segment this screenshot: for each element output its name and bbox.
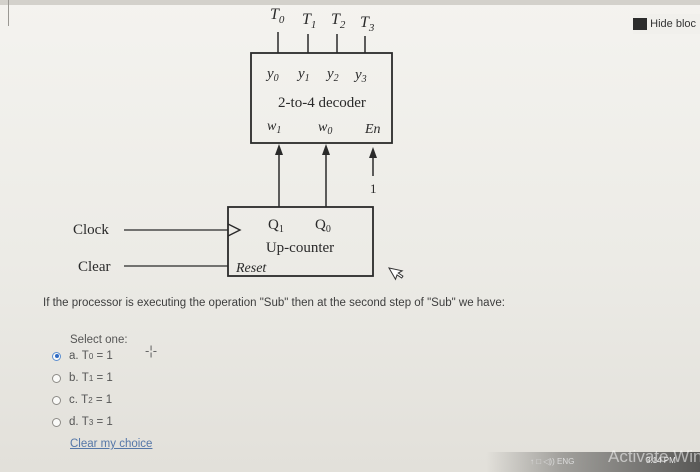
counter-q1: Q1 <box>268 217 284 235</box>
top-border <box>0 0 700 5</box>
radio-c[interactable] <box>52 395 61 405</box>
decoder-y3: y3 <box>353 67 367 85</box>
option-d-sub: 3 <box>88 417 94 427</box>
decoder-w0: w0 <box>318 120 332 137</box>
question-text: If the processor is executing the operat… <box>43 297 505 309</box>
output-label-t1: T1 <box>302 11 316 31</box>
option-b-value: = 1 <box>96 372 113 384</box>
blocks-icon <box>633 18 648 30</box>
hide-blocks-button[interactable]: Hide bloc <box>633 14 700 34</box>
radio-d[interactable] <box>52 417 61 427</box>
taskbar <box>486 452 700 472</box>
option-d-value: = 1 <box>96 416 113 428</box>
activation-watermark: Activate Win <box>608 447 700 466</box>
option-b-letter: b. <box>69 372 79 384</box>
arrow-w1 <box>275 144 283 155</box>
decoder-y1: y1 <box>296 66 310 84</box>
option-c-sub: 2 <box>88 395 93 405</box>
taskbar-tray-icons[interactable]: ↑ □ ◁)) ENG <box>530 457 575 466</box>
decoder-w1: w1 <box>267 119 281 136</box>
enable-value: 1 <box>370 181 377 196</box>
option-a-value: = 1 <box>96 350 113 362</box>
radio-a[interactable] <box>52 351 61 361</box>
text-cursor-icon: -¦- <box>145 343 158 358</box>
select-one-label: Select one: <box>70 334 128 346</box>
clock-label: Clock <box>73 222 109 238</box>
counter-q0: Q0 <box>315 217 331 235</box>
decoder-en: En <box>364 122 381 137</box>
option-c-value: = 1 <box>95 394 113 406</box>
circuit-diagram: T0 T1 T2 T3 y0 y1 y2 y3 2-to-4 decoder w… <box>73 6 404 281</box>
counter-title: Up-counter <box>266 240 334 256</box>
counter-box <box>227 206 374 277</box>
option-c-var: T <box>81 394 89 406</box>
clear-choice-link[interactable]: Clear my choice <box>70 438 153 450</box>
decoder-y0: y0 <box>265 66 279 84</box>
option-b-sub: 1 <box>88 373 94 383</box>
hide-blocks-label: Hide bloc <box>650 18 696 30</box>
arrow-w0 <box>322 144 330 155</box>
output-label-t0: T0 <box>270 6 285 26</box>
option-d-letter: d. <box>69 416 79 428</box>
counter-reset: Reset <box>235 261 267 276</box>
arrow-en <box>369 147 377 158</box>
radio-b[interactable] <box>52 373 61 383</box>
option-d-var: T <box>81 416 89 428</box>
option-a-sub: 0 <box>88 351 94 361</box>
clock-triangle <box>227 223 242 237</box>
option-a-letter: a. <box>69 350 79 362</box>
output-label-t3: T3 <box>360 14 375 34</box>
option-b-var: T <box>81 372 89 384</box>
decoder-box <box>250 52 393 144</box>
option-a-var: T <box>81 350 89 362</box>
decoder-title: 2-to-4 decoder <box>278 95 366 111</box>
option-c-letter: c. <box>69 394 78 406</box>
decoder-y2: y2 <box>325 66 339 84</box>
mouse-pointer-icon <box>388 267 404 281</box>
output-label-t2: T2 <box>331 11 346 31</box>
clear-label: Clear <box>78 259 110 275</box>
taskbar-clock[interactable]: 3:14 PM <box>646 456 676 465</box>
left-border-tick <box>8 0 9 26</box>
